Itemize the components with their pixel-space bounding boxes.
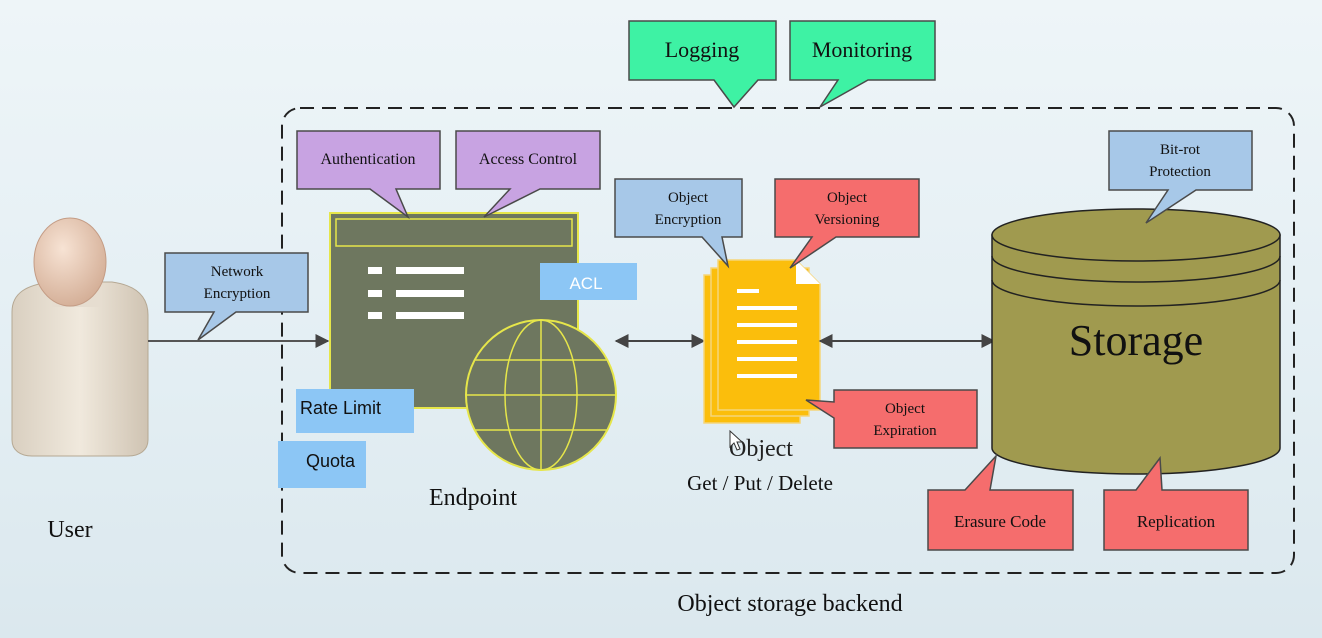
erasure-code-callout: Erasure Code	[927, 453, 1074, 551]
user-icon	[11, 217, 149, 457]
logging-callout: Logging	[628, 20, 777, 109]
backend-boundary	[281, 107, 1295, 574]
globe-icon	[465, 319, 617, 471]
svg-text:Protection: Protection	[1149, 164, 1211, 180]
svg-text:ACL: ACL	[569, 274, 602, 293]
svg-text:Object: Object	[668, 190, 709, 206]
bitrot-protection-callout: Bit-rot Protection	[1108, 130, 1253, 224]
mouse-cursor-icon	[729, 429, 744, 451]
backend-caption: Object storage backend	[677, 591, 902, 617]
object-encryption-callout: Object Encryption	[614, 178, 743, 269]
svg-text:Network: Network	[211, 264, 264, 280]
svg-text:Access Control: Access Control	[479, 151, 578, 168]
svg-text:Replication: Replication	[1137, 512, 1216, 531]
acl-tag: ACL	[540, 263, 637, 300]
svg-text:Encryption: Encryption	[204, 286, 271, 302]
svg-text:Object: Object	[885, 401, 926, 417]
svg-text:Rate Limit: Rate Limit	[300, 398, 381, 418]
svg-text:Logging: Logging	[665, 37, 740, 62]
storage-cylinder-icon	[991, 208, 1281, 475]
svg-text:Expiration: Expiration	[873, 423, 937, 439]
rate-limit-tag: Rate Limit	[296, 389, 414, 433]
quota-tag: Quota	[278, 441, 366, 488]
svg-text:Bit-rot: Bit-rot	[1160, 142, 1201, 158]
svg-text:Encryption: Encryption	[655, 212, 722, 228]
svg-text:Versioning: Versioning	[815, 212, 880, 228]
object-documents-icon	[703, 259, 821, 424]
endpoint-label: Endpoint	[429, 485, 517, 511]
svg-text:Authentication: Authentication	[320, 151, 415, 168]
object-expiration-callout: Object Expiration	[805, 389, 978, 449]
svg-text:Erasure Code: Erasure Code	[954, 512, 1046, 531]
svg-text:Monitoring: Monitoring	[812, 37, 912, 62]
object-versioning-callout: Object Versioning	[774, 178, 920, 269]
svg-text:Object: Object	[827, 190, 868, 206]
object-operations-label: Get / Put / Delete	[687, 471, 833, 495]
monitoring-callout: Monitoring	[789, 20, 936, 108]
replication-callout: Replication	[1103, 455, 1249, 551]
svg-text:Quota: Quota	[306, 451, 356, 471]
access-control-callout: Access Control	[455, 130, 601, 218]
user-label: User	[47, 517, 92, 543]
network-encryption-callout: Network Encryption	[164, 252, 309, 341]
storage-label: Storage	[1069, 316, 1203, 365]
authentication-callout: Authentication	[296, 130, 441, 220]
